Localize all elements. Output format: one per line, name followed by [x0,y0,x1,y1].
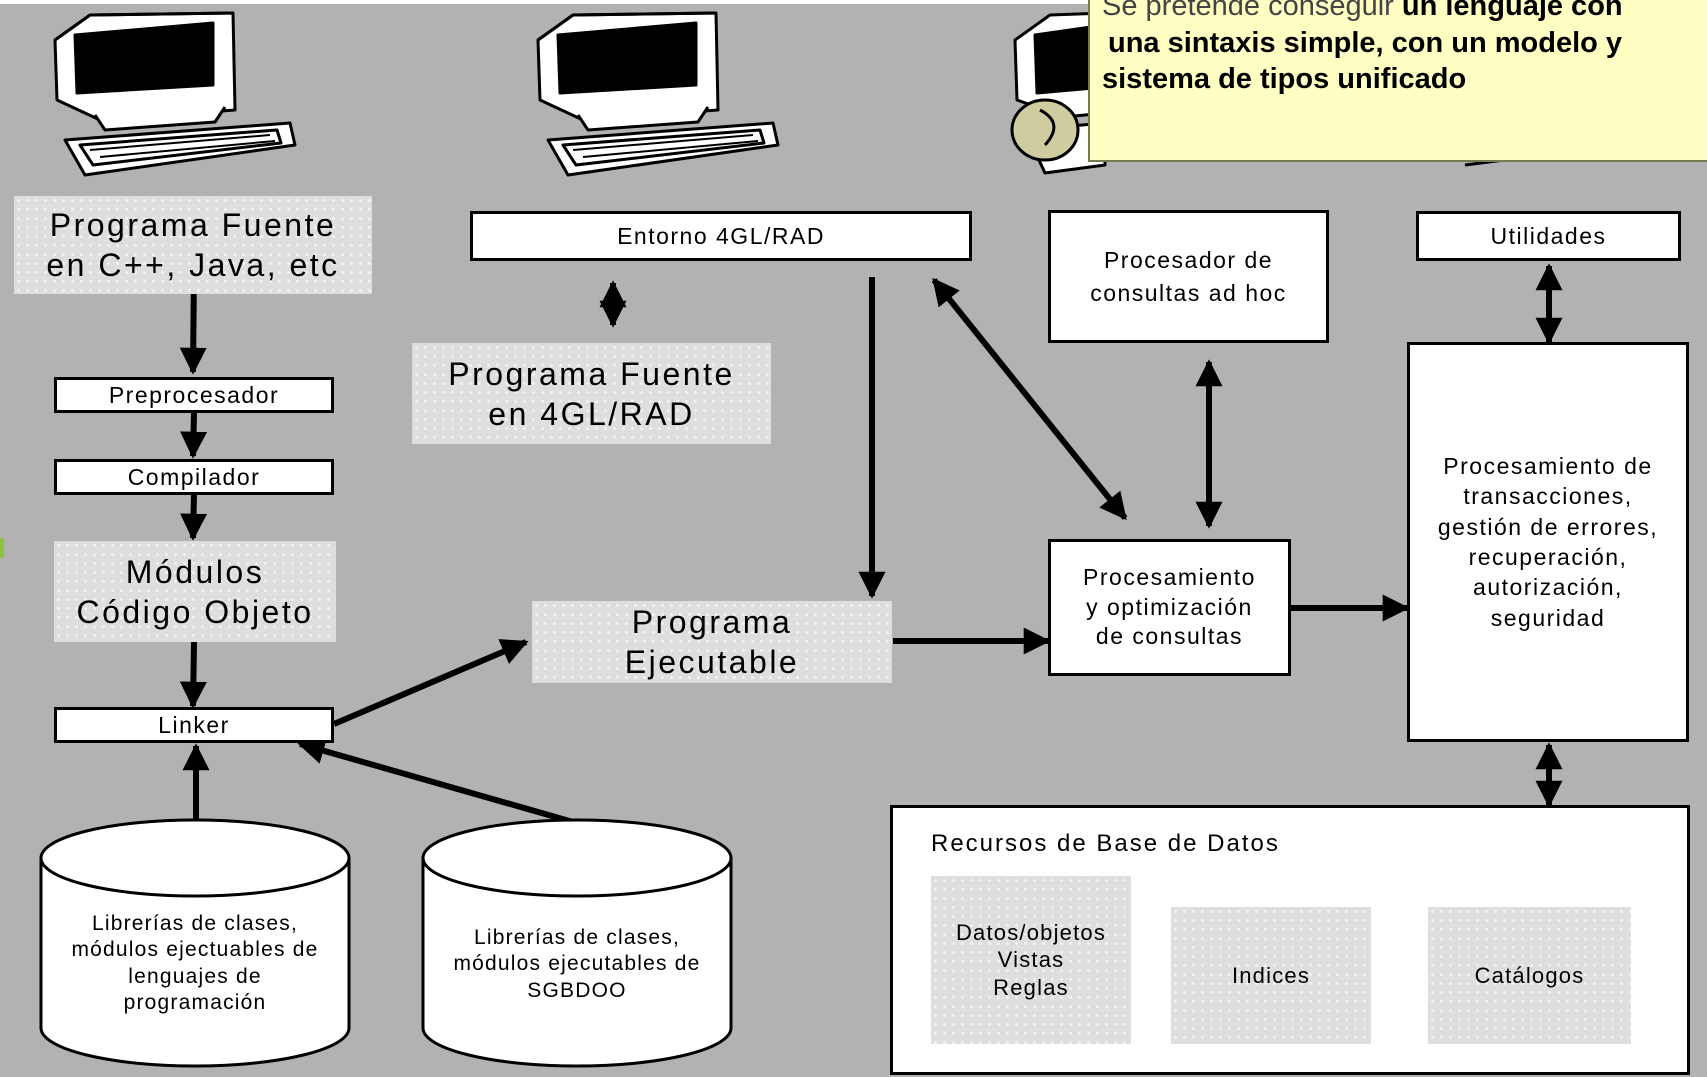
transaction-line5: autorización, [1473,574,1623,601]
arrow-linker-to-executable [332,639,529,727]
preprocessor-label: Preprocesador [108,381,280,408]
query-processing-line3: de consultas [1095,623,1244,650]
utilities-box: Utilidades [1416,211,1681,261]
db-catalogs-label: Catálogos [1474,962,1585,988]
transaction-line6: seguridad [1490,604,1606,631]
source-program-4gl-line2: en 4GL/RAD [488,395,695,432]
object-modules-line1: Módulos [125,553,265,590]
sgbdoo-libraries-line1: Librerías de clases, [473,926,681,949]
note-line3: sistema de tipos unificado [1102,63,1467,96]
executable-program-line2: Ejecutable [624,644,800,680]
class-libraries-line4: programación [123,990,267,1014]
arrow-env-query-processing [931,277,1128,521]
computer-icon [1010,11,1107,175]
query-processing-line1: Procesamiento [1083,563,1256,590]
note-line1: Se pretende conseguir un lenguaje con [1102,0,1704,25]
sgbdoo-libraries-cylinder [421,818,733,1068]
utilities-label: Utilidades [1490,222,1607,249]
transaction-processing-box: Procesamiento de transacciones, gestión … [1407,342,1689,742]
class-libraries-line2: módulos ejectuables de [71,938,319,962]
transaction-line4: recuperación, [1468,544,1628,570]
adhoc-query-processor-box: Procesador de consultas ad hoc [1048,210,1329,343]
computer-icon [536,11,780,177]
note-callout: Se pretende conseguir un lenguaje con un… [1088,0,1707,162]
note-line1-bold: un lenguaje con [1401,0,1623,22]
class-libraries-label: Librerías de clases, módulos ejectuables… [40,911,350,1016]
arrow-sgbdoo-to-linker [297,737,574,825]
db-resources-title: Recursos de Base de Datos [931,830,1280,857]
db-data-line2: Vistas [997,947,1065,973]
source-program-cpp: Programa Fuente en C++, Java, etc [14,196,372,294]
arrow-modules-to-linker [179,641,207,709]
query-processing-box: Procesamiento y optimización de consultas [1048,539,1291,676]
class-libraries-line1: Librerías de clases, [91,912,299,935]
left-edge-marker [0,538,4,558]
computer-icon [53,11,297,177]
env-4gl-box: Entorno 4GL/RAD [470,211,972,261]
db-indexes: Indices [1171,907,1371,1044]
transaction-line2: transacciones, [1463,483,1633,510]
env-4gl-label: Entorno 4GL/RAD [617,222,825,249]
source-program-4gl-line1: Programa Fuente [448,355,735,392]
transaction-line1: Procesamiento de [1443,452,1653,479]
linker-label: Linker [158,711,230,738]
transaction-line3: gestión de errores, [1437,513,1659,540]
arrow-compiler-to-modules [180,493,208,541]
arrow-preprocessor-to-compiler [180,412,208,459]
db-catalogs: Catálogos [1428,907,1631,1044]
note-line2: una sintaxis simple, con un modelo y [1108,26,1623,59]
note-line1-light: Se pretende conseguir [1102,0,1394,22]
adhoc-query-line2: consultas ad hoc [1090,279,1287,306]
object-modules-line2: Código Objeto [76,593,314,630]
sgbdoo-libraries-label: Librerías de clases, módulos ejecutables… [422,925,732,1004]
db-data-line3: Reglas [993,974,1069,1000]
linker-box: Linker [54,707,334,743]
class-libraries-cylinder [39,818,351,1068]
db-data-line1: Datos/objetos [955,919,1107,945]
source-program-cpp-line1: Programa Fuente [49,207,337,243]
executable-program-line1: Programa [631,604,793,640]
preprocessor-box: Preprocesador [54,377,334,413]
source-program-cpp-line2: en C++, Java, etc [46,247,340,283]
query-processing-line2: y optimización [1086,593,1253,620]
class-libraries-line3: lenguajes de [128,964,262,988]
compiler-label: Compilador [127,463,261,490]
sgbdoo-libraries-line3: SGBDOO [527,978,627,1002]
db-indexes-label: Indices [1231,962,1311,988]
compiler-box: Compilador [54,459,334,495]
adhoc-query-line1: Procesador de [1103,247,1274,274]
sgbdoo-libraries-line2: módulos ejecutables de [453,952,701,976]
